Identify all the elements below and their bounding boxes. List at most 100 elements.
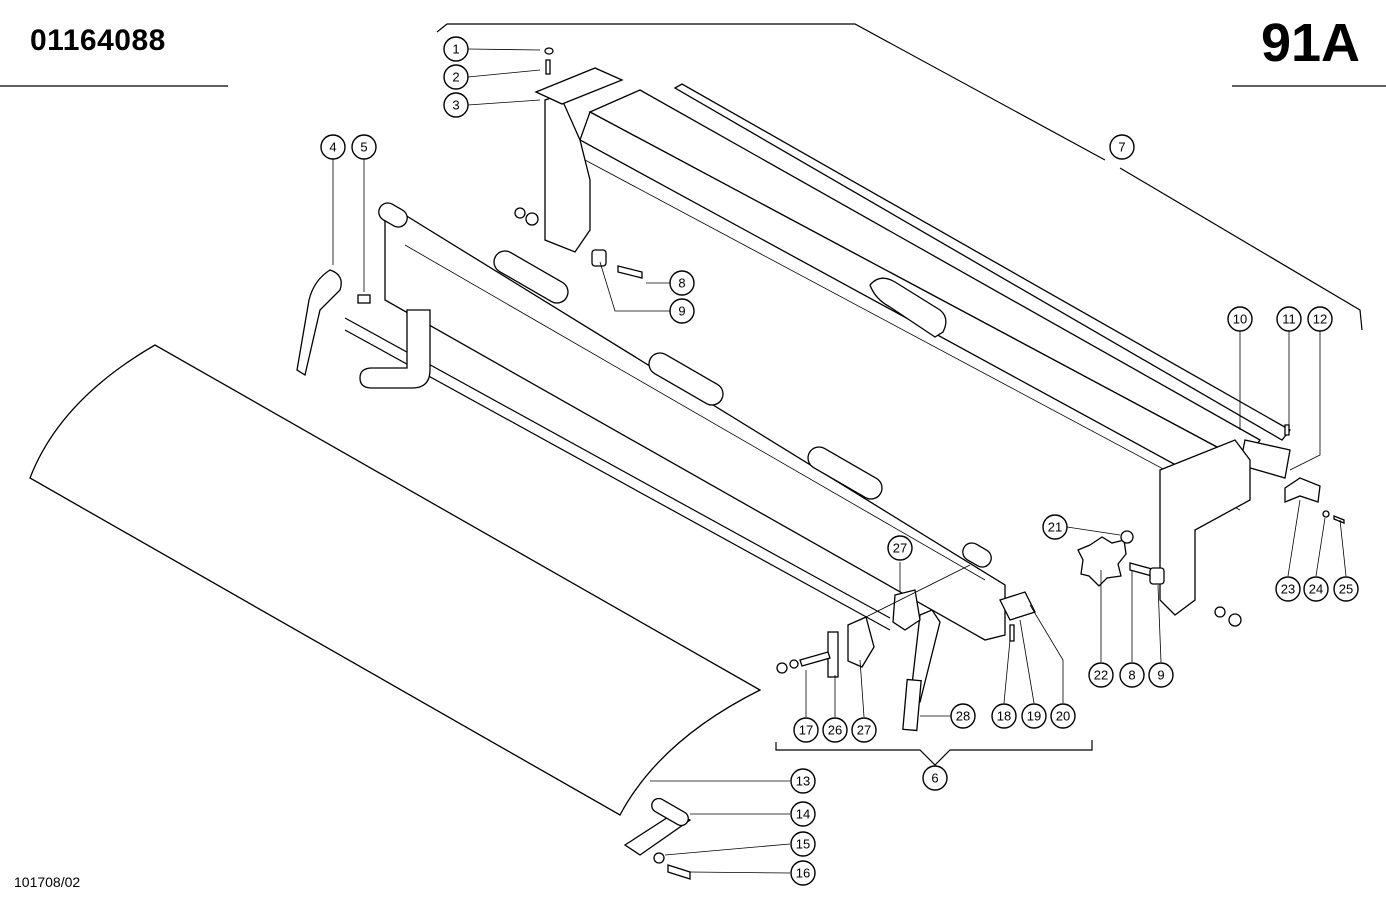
callout-14: 14 bbox=[790, 801, 816, 827]
callout-label: 19 bbox=[1027, 709, 1041, 724]
callout-12: 12 bbox=[1307, 306, 1333, 332]
long-rod bbox=[344, 317, 891, 619]
pin-18 bbox=[1009, 624, 1015, 642]
bolt-17 bbox=[799, 651, 831, 667]
part-number: 01164088 bbox=[30, 24, 166, 57]
washer-17b bbox=[789, 659, 799, 669]
long-rod-b bbox=[344, 329, 891, 631]
callout-label: 15 bbox=[796, 837, 810, 852]
bolt-16 bbox=[667, 864, 691, 880]
washer-right-a bbox=[1214, 606, 1226, 618]
callout-label: 27 bbox=[857, 723, 871, 738]
callout-5: 5 bbox=[351, 134, 377, 160]
hopper-handle bbox=[869, 277, 947, 338]
callout-label: 26 bbox=[828, 723, 842, 738]
callout-label: 4 bbox=[329, 140, 336, 155]
bracket-6 bbox=[775, 740, 1093, 766]
callout-1: 1 bbox=[443, 36, 469, 62]
roller-1 bbox=[493, 250, 569, 304]
cover-panel bbox=[29, 344, 762, 816]
rod-bend bbox=[359, 309, 431, 389]
seal-strip bbox=[673, 83, 1291, 441]
callout-label: 27 bbox=[893, 541, 907, 556]
callout-10: 10 bbox=[1227, 306, 1253, 332]
nut-left-a bbox=[525, 212, 539, 226]
callout-17: 17 bbox=[793, 717, 819, 743]
right-end-bracket bbox=[1159, 439, 1251, 616]
callout-label: 8 bbox=[678, 276, 685, 291]
bushing-9-left bbox=[591, 249, 607, 267]
callout-label: 12 bbox=[1313, 312, 1327, 327]
callout-label: 16 bbox=[796, 866, 810, 881]
callout-label: 9 bbox=[678, 304, 685, 319]
callout-7: 7 bbox=[1109, 134, 1135, 160]
lever-left bbox=[296, 269, 342, 377]
washer-left-a bbox=[514, 207, 526, 219]
left-end-bracket bbox=[544, 94, 591, 253]
callout-9-left: 9 bbox=[669, 298, 695, 324]
callout-22: 22 bbox=[1088, 662, 1114, 688]
callout-24: 24 bbox=[1303, 576, 1329, 602]
callout-label: 14 bbox=[796, 807, 810, 822]
callout-label: 8 bbox=[1128, 668, 1135, 683]
callout-27-bottom: 27 bbox=[851, 717, 877, 743]
callout-2: 2 bbox=[443, 64, 469, 90]
washer-15 bbox=[653, 852, 665, 864]
clip-23 bbox=[1284, 477, 1321, 503]
callout-label: 13 bbox=[796, 774, 810, 789]
cover-edge bbox=[29, 477, 621, 816]
left-top-plate bbox=[534, 67, 624, 105]
bracket-7b bbox=[1119, 167, 1363, 331]
callout-8-left: 8 bbox=[669, 270, 695, 296]
spring-5 bbox=[357, 294, 371, 304]
shaft-end-right bbox=[962, 542, 992, 568]
callout-3: 3 bbox=[443, 92, 469, 118]
callout-label: 3 bbox=[452, 98, 459, 113]
washer-21 bbox=[1120, 530, 1134, 544]
hopper-edge bbox=[584, 159, 1241, 511]
callout-9-right: 9 bbox=[1148, 662, 1174, 688]
callout-19: 19 bbox=[1021, 703, 1047, 729]
callout-label: 28 bbox=[956, 709, 970, 724]
callout-label: 17 bbox=[799, 723, 813, 738]
callout-18: 18 bbox=[991, 703, 1017, 729]
drawing-code: 101708/02 bbox=[14, 874, 81, 890]
shaft-end-left bbox=[378, 202, 408, 228]
callout-label: 24 bbox=[1309, 582, 1323, 597]
callout-label: 22 bbox=[1094, 668, 1108, 683]
bushing-9-right bbox=[1149, 567, 1165, 585]
callout-6: 6 bbox=[922, 765, 948, 791]
nut-1 bbox=[544, 47, 554, 55]
callout-8-right: 8 bbox=[1119, 662, 1145, 688]
callout-label: 9 bbox=[1157, 668, 1164, 683]
callout-label: 6 bbox=[931, 771, 938, 786]
bolt-8-right bbox=[1129, 562, 1153, 577]
callout-label: 20 bbox=[1056, 709, 1070, 724]
plate-19-20 bbox=[999, 591, 1036, 621]
bracket-7 bbox=[436, 23, 1106, 161]
callout-13: 13 bbox=[790, 768, 816, 794]
screw-1-2 bbox=[545, 59, 551, 75]
link-28 bbox=[902, 678, 922, 732]
nut-right-a bbox=[1228, 613, 1242, 627]
washer-24 bbox=[1322, 510, 1330, 518]
pin-14 bbox=[651, 797, 689, 827]
bolt-8-left bbox=[617, 265, 643, 279]
shaft-line bbox=[404, 244, 986, 581]
callout-label: 7 bbox=[1118, 140, 1125, 155]
callout-label: 21 bbox=[1048, 520, 1062, 535]
callout-label: 11 bbox=[1282, 312, 1296, 327]
callout-label: 25 bbox=[1339, 582, 1353, 597]
screw-11 bbox=[1284, 424, 1290, 436]
callout-20: 20 bbox=[1050, 703, 1076, 729]
callout-15: 15 bbox=[790, 831, 816, 857]
nut-17a bbox=[776, 662, 788, 674]
callout-23: 23 bbox=[1275, 576, 1301, 602]
callout-label: 10 bbox=[1233, 312, 1247, 327]
callout-11: 11 bbox=[1276, 306, 1302, 332]
callout-28: 28 bbox=[950, 703, 976, 729]
callout-label: 18 bbox=[997, 709, 1011, 724]
callout-label: 1 bbox=[452, 42, 459, 57]
callout-26: 26 bbox=[822, 717, 848, 743]
